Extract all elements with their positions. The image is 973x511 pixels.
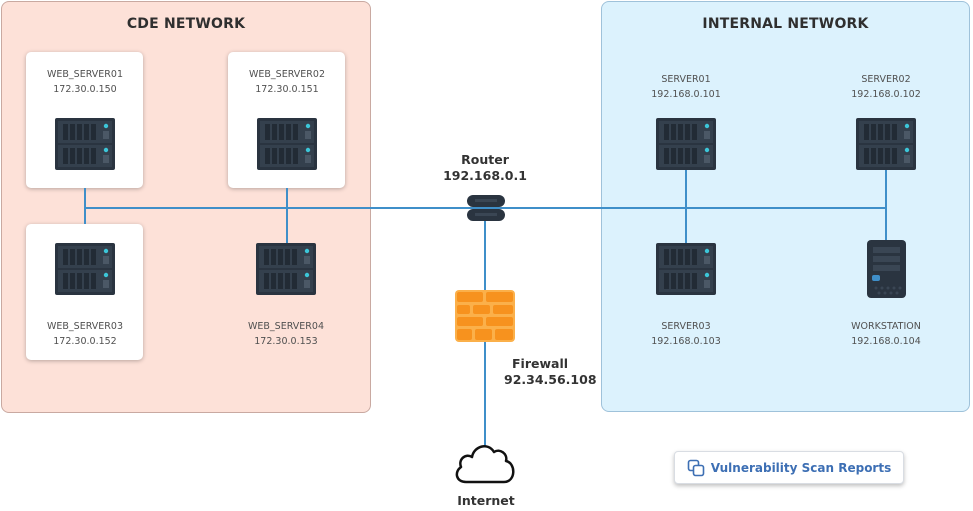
router-icon[interactable] [467, 194, 505, 223]
node-name: WORKSTATION [851, 321, 921, 332]
node-name: SERVER03 [661, 321, 711, 332]
node-name: WEB_SERVER01 [47, 69, 123, 80]
node-ip: 192.168.0.102 [851, 89, 921, 100]
internet-label: Internet [457, 493, 515, 508]
server-icon[interactable] [256, 243, 316, 295]
server-icon[interactable] [856, 118, 916, 170]
cde-network-title: CDE NETWORK [126, 16, 246, 32]
server-icon [55, 243, 115, 295]
copy-icon [687, 459, 705, 476]
server01-label: SERVER01 192.168.0.101 [616, 72, 756, 102]
router-ip: 192.168.0.1 [443, 168, 527, 183]
firewall-icon[interactable] [455, 290, 515, 342]
node-name: WEB_SERVER02 [249, 69, 325, 80]
server-icon [257, 118, 317, 170]
firewall-ip: 92.34.56.108 [504, 372, 597, 387]
web-server01-label: WEB_SERVER01 172.30.0.150 [15, 67, 155, 97]
vulnerability-scan-reports-button[interactable]: Vulnerability Scan Reports [674, 451, 904, 484]
cloud-icon[interactable] [452, 436, 520, 486]
node-name: WEB_SERVER04 [248, 321, 324, 332]
web-server03-label: WEB_SERVER03 172.30.0.152 [15, 319, 155, 349]
node-name: WEB_SERVER03 [47, 321, 123, 332]
node-ip: 172.30.0.152 [53, 336, 117, 347]
node-ip: 172.30.0.150 [53, 84, 117, 95]
node-ip: 172.30.0.151 [255, 84, 319, 95]
workstation-icon[interactable] [867, 240, 906, 298]
router-name: Router [461, 152, 509, 167]
node-name: SERVER01 [661, 74, 711, 85]
server-icon[interactable] [656, 243, 716, 295]
node-ip: 192.168.0.103 [651, 336, 721, 347]
router-label: Router 192.168.0.1 [430, 152, 540, 184]
firewall-label: Firewall 92.34.56.108 [504, 356, 597, 388]
web-server02-label: WEB_SERVER02 172.30.0.151 [217, 67, 357, 97]
node-ip: 192.168.0.104 [851, 336, 921, 347]
server-icon[interactable] [656, 118, 716, 170]
internal-network-zone: INTERNAL NETWORK [601, 1, 970, 412]
web-server04-label: WEB_SERVER04 172.30.0.153 [216, 319, 356, 349]
node-ip: 172.30.0.153 [254, 336, 318, 347]
internal-network-title: INTERNAL NETWORK [702, 16, 869, 32]
node-ip: 192.168.0.101 [651, 89, 721, 100]
node-name: SERVER02 [861, 74, 911, 85]
server02-label: SERVER02 192.168.0.102 [816, 72, 956, 102]
firewall-name: Firewall [512, 356, 569, 371]
vulnerability-scan-reports-label: Vulnerability Scan Reports [710, 460, 892, 475]
workstation-label: WORKSTATION 192.168.0.104 [816, 319, 956, 349]
server03-label: SERVER03 192.168.0.103 [616, 319, 756, 349]
server-icon [55, 118, 115, 170]
